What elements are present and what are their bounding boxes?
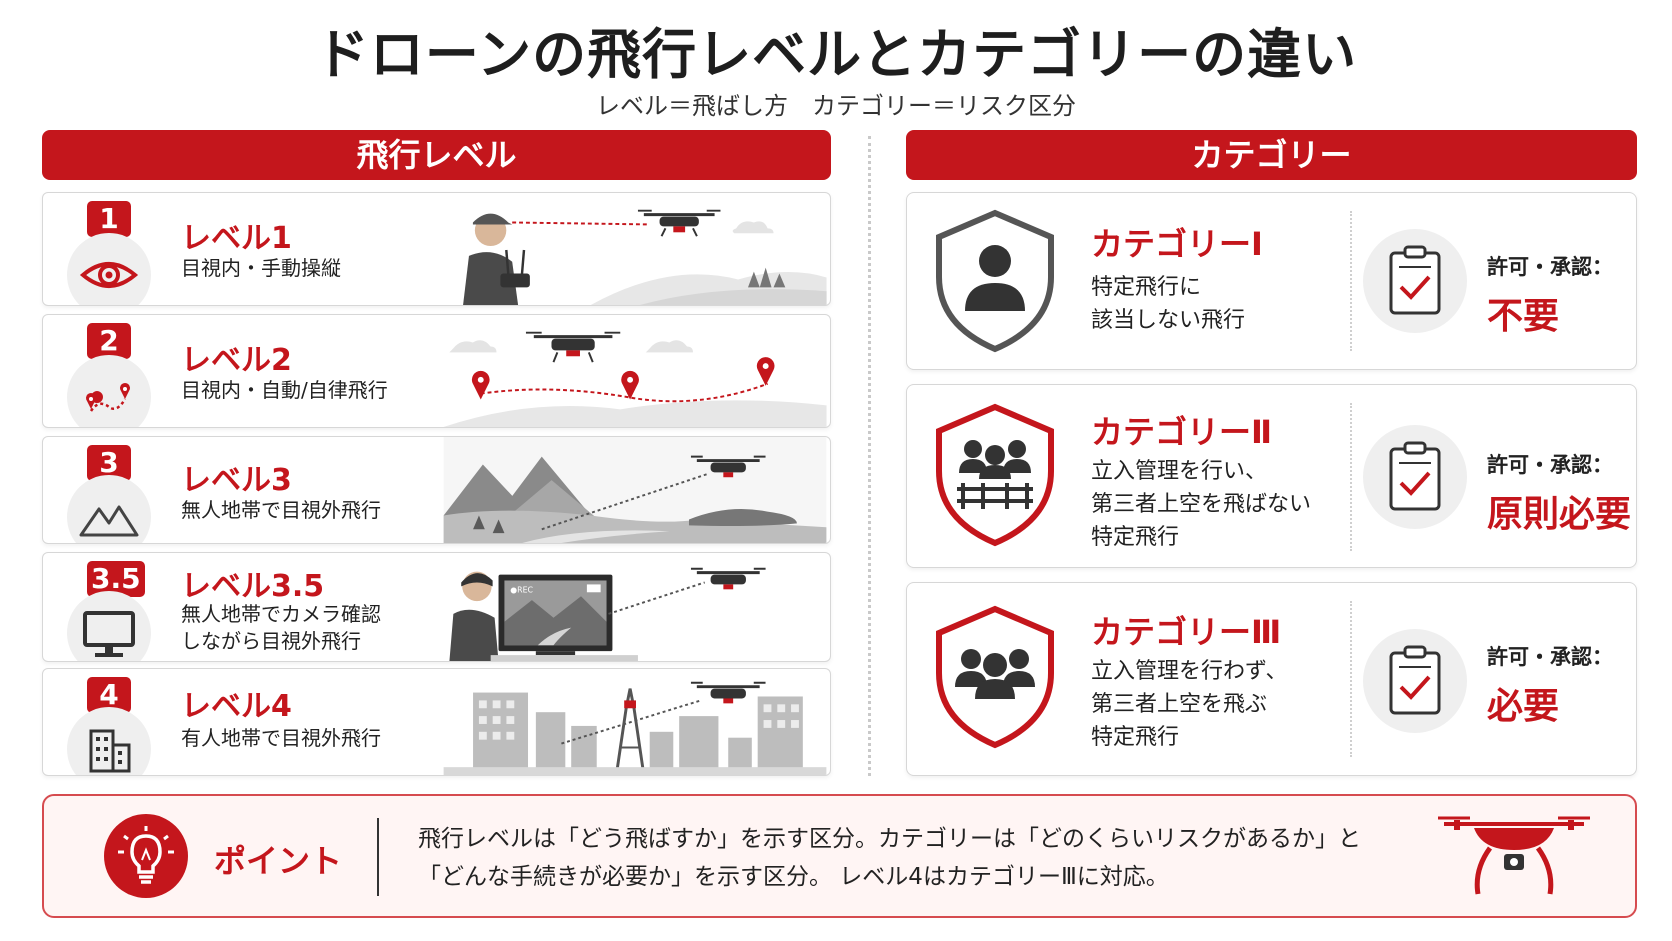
categories-header: カテゴリー — [906, 130, 1637, 180]
clipboard-check-icon — [1363, 425, 1467, 529]
level-badge: 2 — [87, 323, 131, 359]
shield-group-icon — [936, 605, 1054, 749]
monitor-icon — [67, 591, 151, 661]
clipboard-check-icon — [1363, 229, 1467, 333]
category-name: カテゴリーⅡ — [1091, 413, 1273, 451]
auto-route-illustration — [443, 331, 827, 427]
level-desc: 無人地帯で目視外飛行 — [181, 498, 381, 522]
drone-icon — [690, 681, 766, 704]
category-separator — [1350, 403, 1352, 551]
lightbulb-icon — [104, 814, 188, 898]
center-divider — [868, 136, 871, 776]
level-badge: 1 — [87, 201, 131, 237]
building-icon — [67, 707, 151, 775]
point-separator — [377, 818, 379, 896]
permit-value: 原則必要 — [1487, 494, 1632, 535]
category-card-2: カテゴリーⅡ 立入管理を行い、第三者上空を飛ばない特定飛行 許可・承認： 原則必… — [906, 384, 1637, 568]
category-card-1: カテゴリーⅠ 特定飛行に該当しない飛行 許可・承認： 不要 — [906, 192, 1637, 370]
level-card-4: 4 レベル4 有人地帯で目視外飛行 — [42, 668, 831, 776]
unmanned-area-illustration — [443, 437, 827, 543]
drone-icon — [690, 567, 766, 590]
point-text: 飛行レベルは「どう飛ばすか」を示す区分。カテゴリーは「どのくらいリスクがあるか」… — [418, 826, 1361, 890]
drone-icon — [525, 331, 621, 363]
levels-header: 飛行レベル — [42, 130, 831, 180]
level-card-3: 3 レベル3 無人地帯で目視外飛行 — [42, 436, 831, 544]
level-name: レベル4 — [181, 689, 292, 724]
category-separator — [1350, 211, 1352, 351]
route-pin-icon — [67, 355, 151, 427]
manual-pilot-illustration — [463, 209, 827, 305]
level-card-2: 2 レベル2 目視内・自動/自律飛行 — [42, 314, 831, 428]
level-desc: 有人地帯で目視外飛行 — [181, 726, 381, 750]
level-card-3-5: 3.5 レベル3.5 無人地帯でカメラ確認しながら目視外飛行 ●REC — [42, 552, 831, 662]
page-title: ドローンの飛行レベルとカテゴリーの違い — [314, 23, 1358, 86]
city-area-illustration — [443, 681, 827, 775]
category-desc: 立入管理を行わず、第三者上空を飛ぶ特定飛行 — [1091, 659, 1288, 750]
level-name: レベル2 — [181, 343, 292, 378]
level-name: レベル3.5 — [181, 569, 325, 604]
camera-monitor-illustration: ●REC — [449, 567, 766, 661]
eye-icon — [67, 233, 151, 305]
permit-label: 許可・承認： — [1487, 255, 1613, 279]
level-name: レベル1 — [181, 221, 292, 256]
level-desc: 無人地帯でカメラ確認しながら目視外飛行 — [181, 602, 381, 653]
level-name: レベル3 — [181, 463, 292, 498]
level-card-1: 1 レベル1 目視内・手動操縦 — [42, 192, 831, 306]
category-separator — [1350, 601, 1352, 757]
rec-label: ●REC — [510, 585, 533, 594]
drone-icon — [690, 455, 766, 478]
clipboard-check-icon — [1363, 629, 1467, 733]
drone-icon — [1438, 816, 1590, 895]
category-name: カテゴリーⅢ — [1091, 613, 1282, 651]
category-name: カテゴリーⅠ — [1091, 225, 1263, 263]
point-box: ポイント 飛行レベルは「どう飛ばすか」を示す区分。カテゴリーは「どのくらいリスク… — [42, 794, 1637, 918]
page-subtitle: レベル＝飛ばし方 カテゴリー＝リスク区分 — [596, 92, 1076, 120]
category-desc: 特定飛行に該当しない飛行 — [1091, 275, 1246, 333]
level-desc: 目視内・手動操縦 — [181, 256, 341, 280]
permit-value: 必要 — [1487, 686, 1560, 727]
point-label: ポイント — [214, 842, 343, 880]
permit-label: 許可・承認： — [1487, 453, 1613, 477]
level-desc: 目視内・自動/自律飛行 — [181, 378, 388, 402]
drone-icon — [637, 209, 721, 237]
permit-value: 不要 — [1487, 296, 1560, 337]
shield-person-icon — [936, 209, 1054, 353]
permit-label: 許可・承認： — [1487, 645, 1613, 669]
mountain-icon — [67, 475, 151, 543]
category-desc: 立入管理を行い、第三者上空を飛ばない特定飛行 — [1091, 459, 1312, 550]
category-card-3: カテゴリーⅢ 立入管理を行わず、第三者上空を飛ぶ特定飛行 許可・承認： 必要 — [906, 582, 1637, 776]
shield-group-fence-icon — [936, 403, 1054, 547]
